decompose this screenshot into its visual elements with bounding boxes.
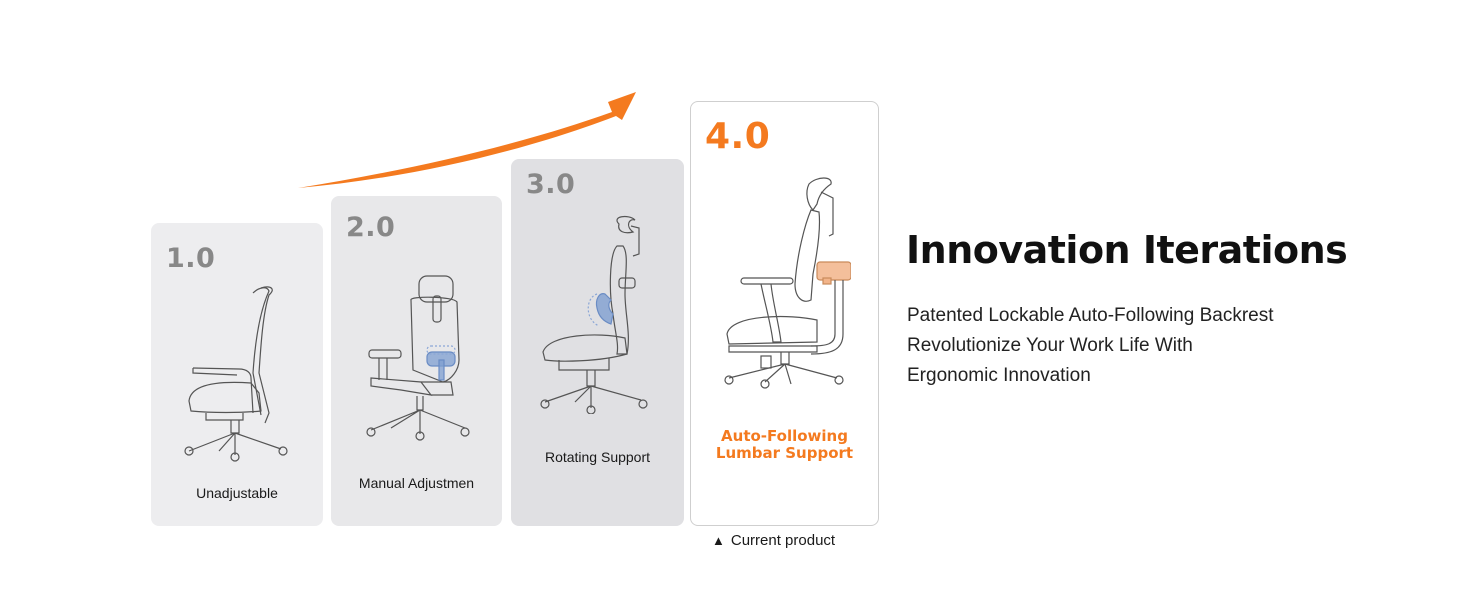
auto-following-chair-icon: [724, 177, 851, 389]
description-line: Patented Lockable Auto-Following Backres…: [907, 305, 1274, 326]
version-number: 2.0: [346, 212, 396, 243]
description-line: Ergonomic Innovation: [907, 365, 1091, 386]
iteration-label: Unadjustable: [196, 485, 278, 501]
version-number: 1.0: [166, 243, 216, 274]
iteration-label: Auto-Following Lumbar Support: [691, 428, 878, 462]
iteration-card-3: 3.0 Rotating Support: [511, 159, 684, 526]
basic-chair-icon: [184, 286, 288, 462]
current-product-label: Current product: [730, 532, 836, 549]
iteration-label: Rotating Support: [544, 449, 651, 465]
version-number: 3.0: [526, 169, 576, 200]
iteration-card-1: 1.0 Unadjustable: [151, 223, 323, 526]
label-line-2: Lumbar Support: [715, 444, 854, 462]
description: Patented Lockable Auto-Following Backres…: [907, 301, 1347, 391]
triangle-up-icon: ▲: [712, 533, 725, 548]
rotating-support-chair-icon: [540, 215, 648, 414]
page-title: Innovation Iterations: [906, 228, 1348, 272]
iteration-card-4-current: 4.0 Auto-Following Lumbar Support: [690, 101, 879, 526]
adjustable-chair-icon: [366, 275, 470, 441]
iteration-label: Manual Adjustmen: [358, 475, 475, 491]
version-number: 4.0: [705, 116, 771, 157]
iteration-card-2: 2.0 Manual Adjustmen: [331, 196, 502, 526]
current-product-marker: ▲ Current product: [712, 532, 835, 549]
description-line: Revolutionize Your Work Life With: [907, 335, 1193, 356]
label-line-1: Auto-Following: [721, 427, 848, 445]
